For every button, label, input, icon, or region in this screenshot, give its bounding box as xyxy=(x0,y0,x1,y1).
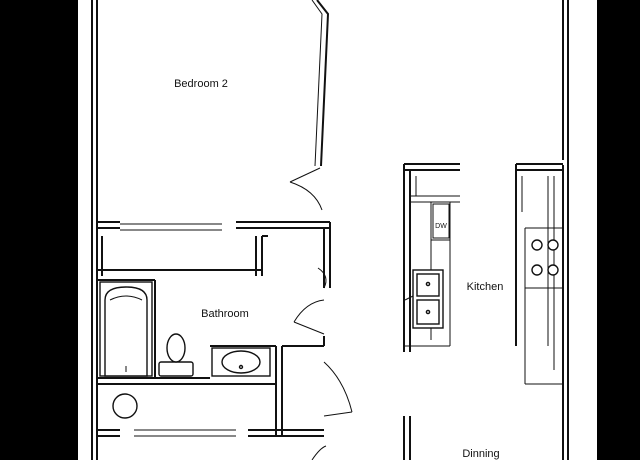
room-label-dining: Dinning xyxy=(462,448,499,460)
kitchen-sink-icon xyxy=(404,269,444,329)
bathroom-walls xyxy=(97,279,325,436)
closet-walls xyxy=(97,429,324,437)
dishwasher-icon: DW xyxy=(432,203,450,239)
bedroom-door xyxy=(289,167,327,335)
room-label-kitchen: Kitchen xyxy=(467,281,504,293)
water-heater-icon xyxy=(112,393,138,419)
bedroom-2-walls xyxy=(97,0,331,288)
hall-door xyxy=(311,361,353,460)
room-label-bathroom: Bathroom xyxy=(201,308,249,320)
room-label-bedroom-2: Bedroom 2 xyxy=(174,78,228,90)
bathtub-icon xyxy=(99,281,153,377)
bathroom-sink-icon xyxy=(211,347,271,377)
toilet-icon xyxy=(158,333,194,377)
dining-walls xyxy=(403,416,411,460)
exterior-walls xyxy=(91,0,569,460)
dishwasher-label: DW xyxy=(435,223,447,230)
stove-burners-icon xyxy=(531,239,559,276)
